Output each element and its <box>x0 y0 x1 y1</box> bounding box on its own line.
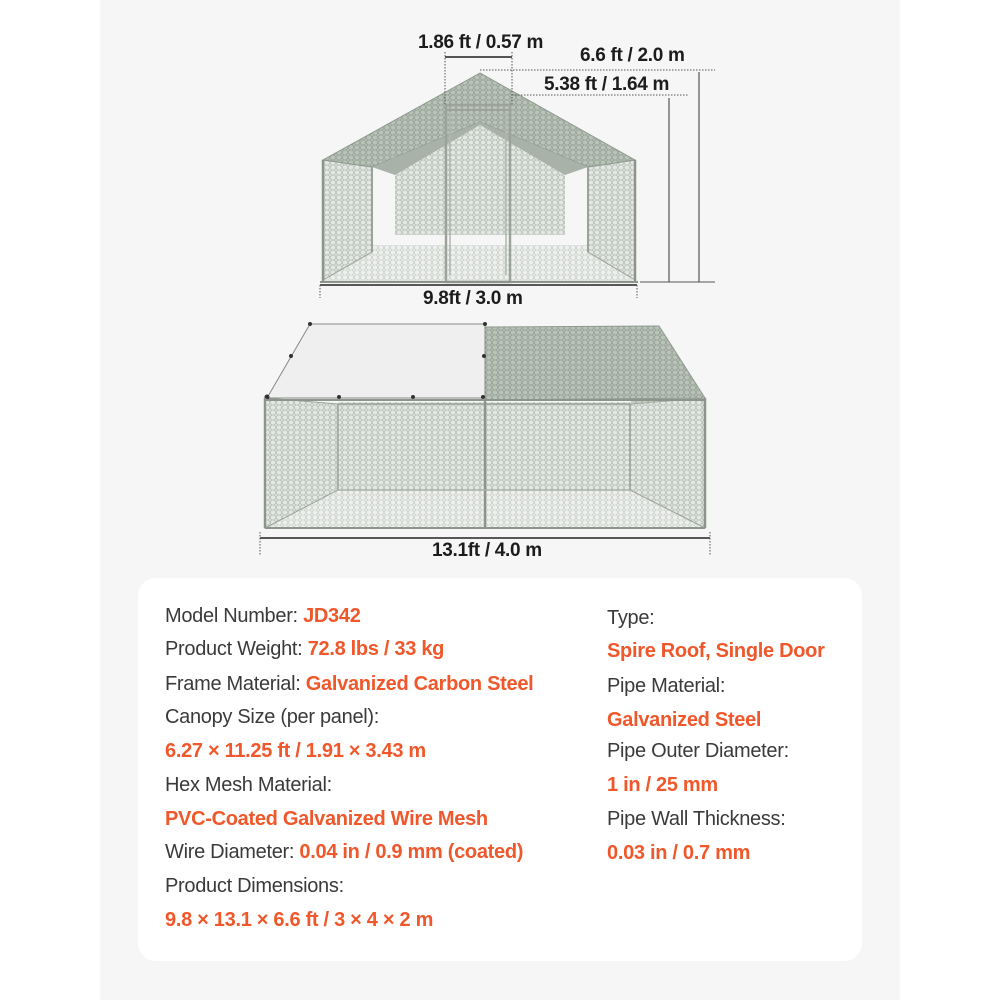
spec-hex-mesh-label: Hex Mesh Material: <box>165 774 332 796</box>
spec-pipe-material-value: Galvanized Steel <box>607 709 762 731</box>
spec-pipe-wall-thickness-value: 0.03 in / 0.7 mm <box>607 842 751 864</box>
spec-type-label: Type: <box>607 607 655 629</box>
side-dimension-lines <box>259 532 711 555</box>
spec-pipe-material-label: Pipe Material: <box>607 675 726 697</box>
spec-card: Model Number: JD342 Product Weight: 72.8… <box>138 578 862 961</box>
side-view-drawing <box>263 322 707 529</box>
spec-wire-diameter: Wire Diameter: 0.04 in / 0.9 mm (coated) <box>165 841 524 863</box>
spec-pipe-outer-diameter-label: Pipe Outer Diameter: <box>607 740 789 762</box>
front-dimension-lines <box>319 52 715 298</box>
length-label: 13.1ft / 4.0 m <box>432 540 542 561</box>
spec-pipe-outer-diameter-value: 1 in / 25 mm <box>607 774 718 796</box>
spec-canopy-size-label: Canopy Size (per panel): <box>165 706 380 728</box>
side-height-label: 5.38 ft / 1.64 m <box>544 74 670 95</box>
spec-product-weight: Product Weight: 72.8 lbs / 33 kg <box>165 638 445 660</box>
spec-pipe-wall-thickness-label: Pipe Wall Thickness: <box>607 808 786 830</box>
spec-product-dimensions-value: 9.8 × 13.1 × 6.6 ft / 3 × 4 × 2 m <box>165 909 434 931</box>
door-width-label: 1.86 ft / 0.57 m <box>418 32 544 53</box>
spec-frame-material: Frame Material: Galvanized Carbon Steel <box>165 673 534 695</box>
front-view-drawing <box>320 72 638 284</box>
spec-product-dimensions-label: Product Dimensions: <box>165 875 344 897</box>
width-label: 9.8ft / 3.0 m <box>423 288 523 309</box>
spec-hex-mesh-value: PVC-Coated Galvanized Wire Mesh <box>165 808 488 830</box>
spec-canopy-size-value: 6.27 × 11.25 ft / 1.91 × 3.43 m <box>165 740 426 762</box>
spec-model-number: Model Number: JD342 <box>165 605 361 627</box>
chicken-coop-drawings <box>259 52 715 555</box>
spec-type-value: Spire Roof, Single Door <box>607 640 825 662</box>
total-height-label: 6.6 ft / 2.0 m <box>580 45 685 66</box>
